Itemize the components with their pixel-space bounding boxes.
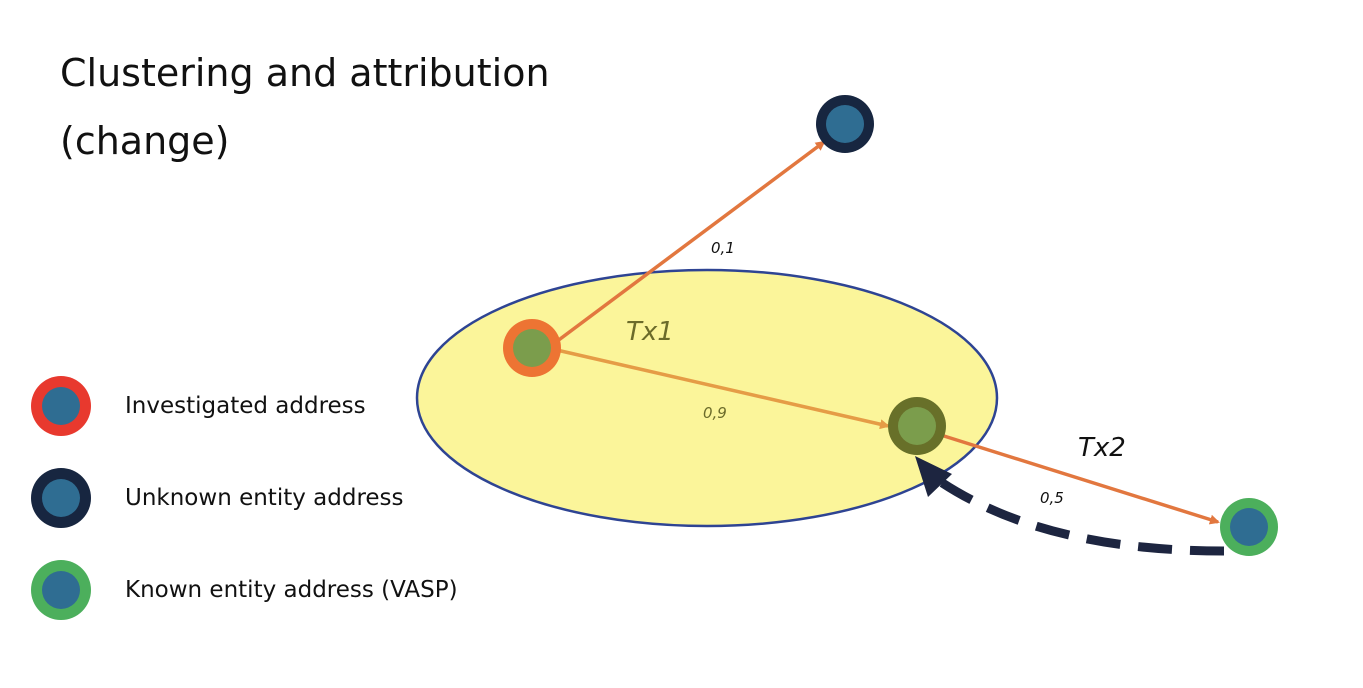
legend-swatch-investigated xyxy=(31,376,91,436)
edge-weight-label-0-1: 0,1 xyxy=(711,239,735,257)
edge-investigated-to-change xyxy=(547,346,890,430)
edge-weight-label-0-9: 0,9 xyxy=(703,404,727,422)
node-unknown-entity xyxy=(816,95,874,153)
slide-title-line-2: (change) xyxy=(60,119,230,163)
node-change-address xyxy=(888,397,946,455)
dashed-edge-arrowhead xyxy=(915,456,952,497)
transaction-label-tx2: Tx2 xyxy=(1078,433,1126,463)
cluster-ellipse xyxy=(415,268,999,528)
edge-investigated-to-unknown xyxy=(546,140,826,350)
node-investigated-address xyxy=(503,319,561,377)
slide-title-line-1: Clustering and attribution xyxy=(60,51,550,95)
edge-weight-label-0-5: 0,5 xyxy=(1040,489,1064,507)
edge-change-to-known xyxy=(943,434,1220,525)
legend-swatch-known xyxy=(31,560,91,620)
legend-label-investigated: Investigated address xyxy=(125,393,366,419)
edge-known-to-change-dashed xyxy=(932,474,1225,556)
node-known-entity xyxy=(1220,498,1278,556)
transaction-label-tx1: Tx1 xyxy=(626,317,674,347)
legend-swatch-unknown xyxy=(31,468,91,528)
legend-label-unknown: Unknown entity address xyxy=(125,485,404,511)
legend-label-known: Known entity address (VASP) xyxy=(125,577,458,603)
